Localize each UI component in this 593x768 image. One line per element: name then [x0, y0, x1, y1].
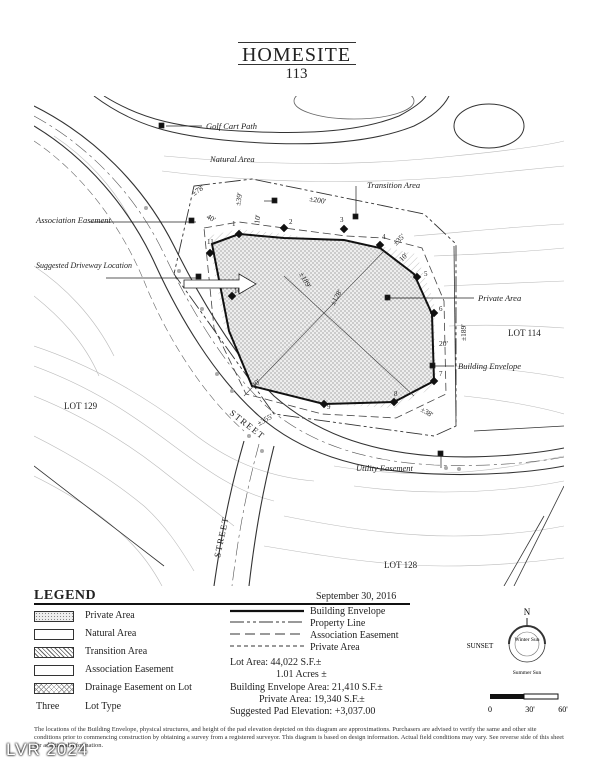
- vertex-2: 2: [289, 218, 293, 226]
- vertex-4: 4: [382, 233, 386, 241]
- label-street-2: STREET: [212, 515, 231, 558]
- legend-association-easement: Association Easement: [85, 664, 174, 675]
- homesite-number: 113: [285, 66, 308, 82]
- scale-sixty: 60': [558, 705, 568, 714]
- dim-355: ±355': [256, 411, 276, 427]
- label-transition-area: Transition Area: [367, 180, 420, 190]
- swatch-private-area: [34, 611, 74, 622]
- swatch-drainage-easement: [34, 683, 74, 694]
- site-plan: 1 2 3 4 5 6 7 8 9 10 11: [34, 96, 564, 586]
- watermark: LVR 2024: [6, 740, 89, 759]
- dim-40: 40': [205, 212, 218, 225]
- legend-title: LEGEND: [34, 588, 97, 603]
- dim-39: ±39': [233, 191, 244, 206]
- lot-area: Lot Area: 44,022 S.F.±: [230, 657, 322, 668]
- plan-date: September 30, 2016: [316, 591, 397, 602]
- vertex-1: 1: [232, 220, 236, 228]
- legend-line-building-envelope: Building Envelope: [310, 606, 386, 617]
- legend-line-property-line: Property Line: [310, 618, 366, 629]
- contour-lines: [34, 135, 564, 586]
- legend-natural-area: Natural Area: [85, 628, 137, 639]
- lot-acres: 1.01 Acres ±: [276, 669, 327, 680]
- dim-35: ±35': [391, 231, 407, 247]
- compass-sun-diagram: N SUNSET Winter Sun Summer Sun: [467, 607, 546, 676]
- label-lot-114: LOT 114: [508, 328, 541, 338]
- swatch-association-easement: [34, 665, 74, 676]
- legend-drainage-easement: Drainage Easement on Lot: [85, 682, 192, 693]
- legend-line-samples: [230, 609, 304, 647]
- vertex-9: 9: [327, 403, 331, 411]
- summer-sun-label: Summer Sun: [513, 670, 542, 676]
- dim-200: ±200': [309, 194, 328, 206]
- vertex-7: 7: [439, 370, 443, 378]
- lot-type-sample: Three: [36, 701, 60, 712]
- envelope-vertices: [205, 223, 439, 409]
- sunset-label: SUNSET: [467, 642, 494, 650]
- page-title: HOMESITE: [241, 44, 352, 66]
- scale-thirty: 30': [525, 705, 535, 714]
- scale-bar: 0 30' 60': [488, 693, 568, 714]
- pad-elevation: Suggested Pad Elevation: +3,037.00: [230, 706, 376, 717]
- legend-rule: [34, 603, 410, 605]
- legend-line-association-easement: Association Easement: [310, 630, 399, 641]
- legend-transition-area: Transition Area: [85, 646, 148, 657]
- label-lot-129: LOT 129: [64, 401, 98, 411]
- title-rule-top: [238, 42, 356, 43]
- dim-20: 20': [439, 339, 449, 348]
- label-natural-area: Natural Area: [209, 154, 255, 164]
- disclaimer-text: The locations of the Building Envelope, …: [34, 726, 564, 749]
- label-utility-easement: Utility Easement: [356, 463, 414, 473]
- winter-sun-label: Winter Sun: [515, 637, 540, 643]
- label-golf-cart-path: Golf Cart Path: [206, 121, 257, 131]
- vertex-10: 10: [234, 287, 242, 295]
- label-driveway: Suggested Driveway Location: [36, 261, 132, 270]
- swatch-transition-area: [34, 647, 74, 658]
- legend-private-area: Private Area: [85, 610, 135, 621]
- label-private-area: Private Area: [477, 293, 521, 303]
- dim-189b: ±189': [459, 324, 468, 341]
- legend-line-private-area: Private Area: [310, 642, 360, 653]
- label-lot-128: LOT 128: [384, 560, 418, 570]
- swatch-natural-area: [34, 629, 74, 640]
- vertex-8: 8: [394, 390, 398, 398]
- label-building-envelope: Building Envelope: [458, 361, 521, 371]
- vertex-6: 6: [439, 305, 443, 313]
- dim-10a: 10': [252, 213, 263, 224]
- driveway-arrow: [183, 273, 257, 295]
- dim-38: ±38': [419, 405, 435, 420]
- title-rule: [238, 64, 356, 65]
- vertex-5: 5: [424, 270, 428, 278]
- label-association-easement: Association Easement: [35, 215, 111, 225]
- vertex-3: 3: [340, 216, 344, 224]
- scale-zero: 0: [488, 705, 492, 714]
- legend-lot-type: Lot Type: [85, 701, 122, 712]
- envelope-area: Building Envelope Area: 21,410 S.F.±: [230, 682, 383, 693]
- private-area-stat: Private Area: 19,340 S.F.±: [259, 694, 365, 705]
- vertex-11: 11: [207, 238, 214, 246]
- north-label: N: [524, 607, 531, 617]
